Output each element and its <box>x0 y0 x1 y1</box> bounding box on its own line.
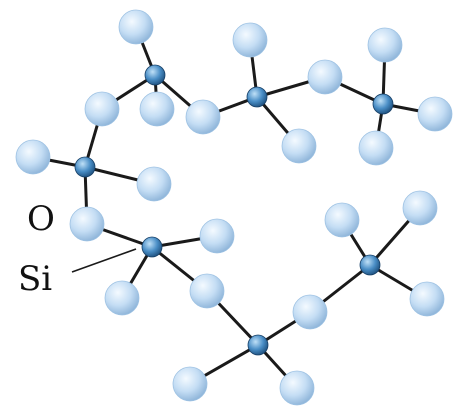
bond-layer <box>31 25 437 390</box>
oxygen-atom <box>232 22 268 58</box>
oxygen-atom <box>136 166 172 202</box>
oxygen-atom <box>367 27 403 63</box>
silicon-atom <box>144 64 166 86</box>
atom-layer <box>15 9 453 406</box>
silicon-atom <box>372 93 394 115</box>
oxygen-atom <box>84 91 120 127</box>
silicon-atom <box>247 334 269 356</box>
silicon-atom <box>74 156 96 178</box>
oxygen-atom <box>104 280 140 316</box>
si-label-leader-line <box>71 248 137 273</box>
silicon-atom <box>246 86 268 108</box>
silicon-label: Si <box>18 259 52 299</box>
silicon-atom <box>359 254 381 276</box>
oxygen-label: O <box>27 199 55 239</box>
silicon-atom <box>141 236 163 258</box>
oxygen-atom <box>417 96 453 132</box>
oxygen-atom <box>172 366 208 402</box>
oxygen-atom <box>292 294 328 330</box>
oxygen-atom <box>118 9 154 45</box>
oxygen-atom <box>307 59 343 95</box>
oxygen-atom <box>185 99 221 135</box>
oxygen-atom <box>69 206 105 242</box>
oxygen-atom <box>189 273 225 309</box>
oxygen-atom <box>402 190 438 226</box>
oxygen-atom <box>281 128 317 164</box>
oxygen-atom <box>409 281 445 317</box>
oxygen-atom <box>15 139 51 175</box>
oxygen-atom <box>358 130 394 166</box>
oxygen-atom <box>324 202 360 238</box>
oxygen-atom <box>279 370 315 406</box>
oxygen-atom <box>139 91 175 127</box>
oxygen-atom <box>199 218 235 254</box>
